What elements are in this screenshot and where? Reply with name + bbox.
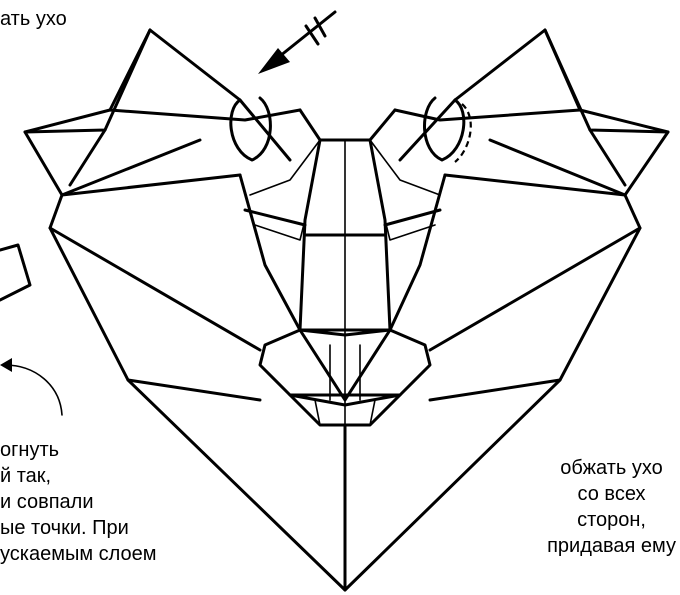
right-instruction-line: обжать ухо	[547, 455, 676, 481]
left-instruction-line: й так,	[0, 463, 157, 489]
left-side-marks	[0, 245, 62, 415]
left-instruction-line: ускаемым слоем	[0, 541, 157, 567]
fold-arrow	[258, 12, 335, 74]
right-instruction-line: со всех	[547, 481, 676, 507]
right-instruction: обжать ухо со всех сторон, придавая ему	[547, 455, 676, 559]
right-instruction-line: придавая ему	[547, 533, 676, 559]
left-instruction-line: огнуть	[0, 437, 157, 463]
left-ear	[25, 30, 300, 195]
right-ear	[395, 30, 668, 195]
left-instruction: огнуть й так, и совпали ые точки. При ус…	[0, 437, 157, 567]
top-left-instruction: ать ухо	[0, 6, 67, 32]
right-instruction-line: сторон,	[547, 507, 676, 533]
left-instruction-line: и совпали	[0, 489, 157, 515]
left-instruction-line: ые точки. При	[0, 515, 157, 541]
